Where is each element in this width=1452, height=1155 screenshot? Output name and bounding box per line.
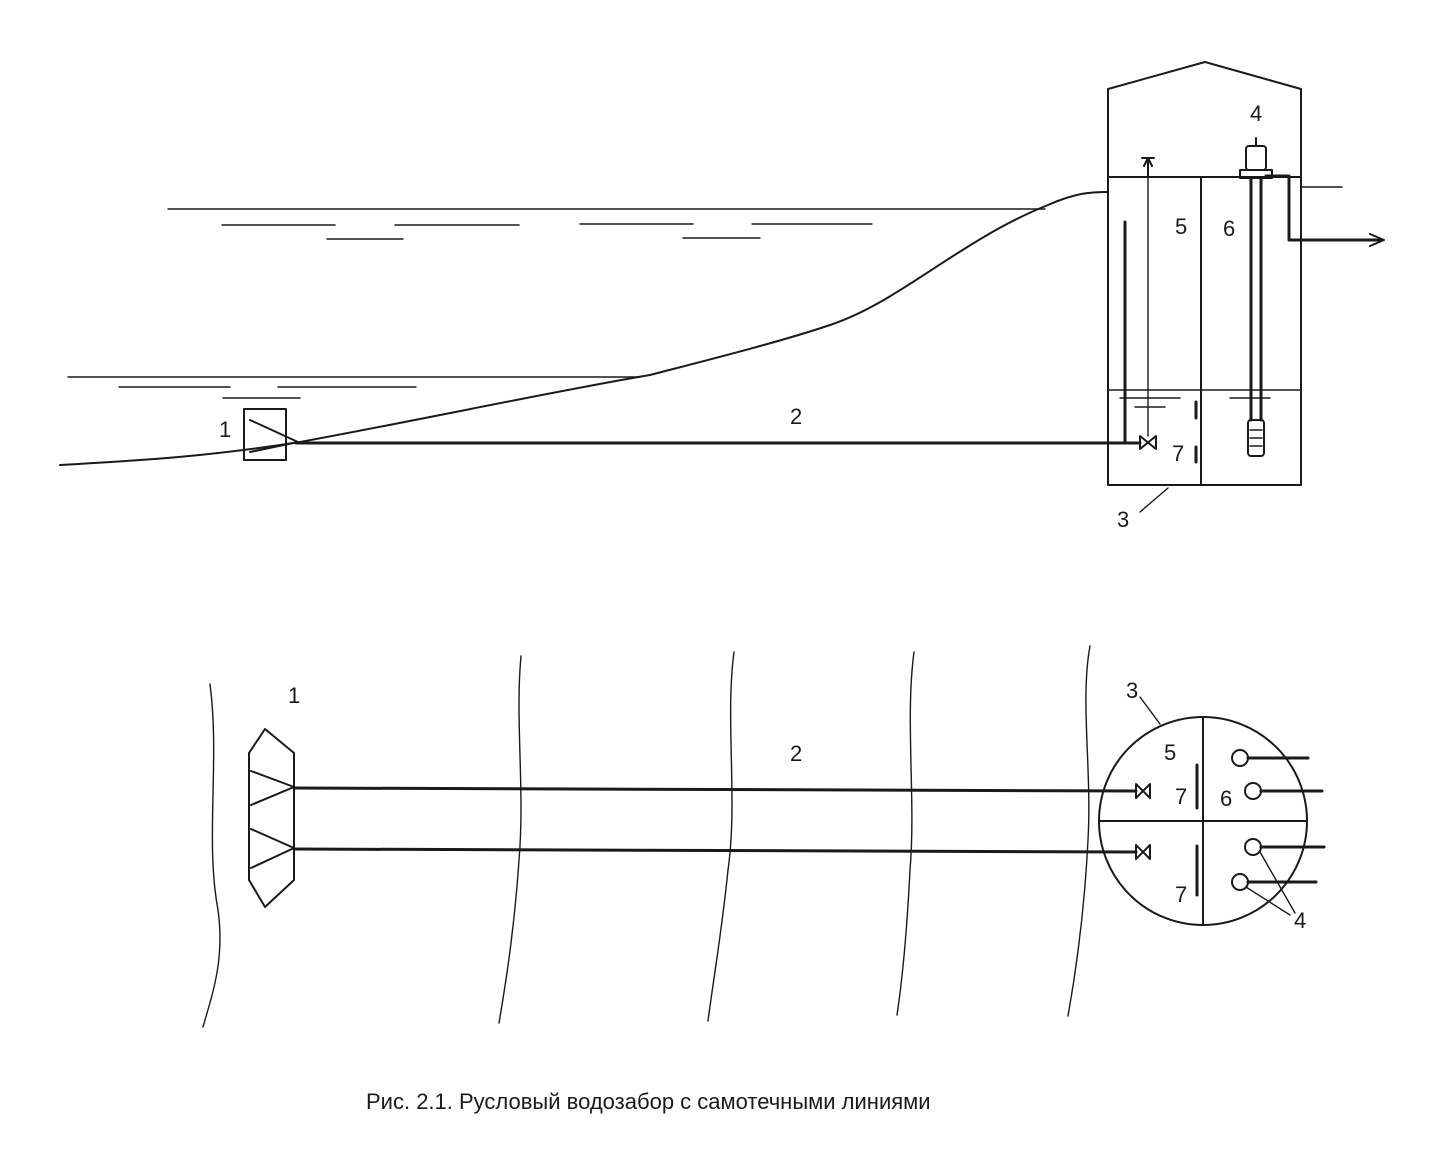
label-suction-chamber-plan: 6 — [1220, 786, 1232, 811]
leader-line-4-plan-b — [1245, 886, 1291, 916]
river-contours — [202, 645, 1091, 1028]
leader-line-4-plan-a — [1259, 851, 1296, 914]
label-receiving-chamber-plan: 5 — [1164, 740, 1176, 765]
label-gravity-line-elevation: 2 — [790, 404, 802, 429]
riverbank-profile — [59, 191, 1109, 466]
gravity-pipe-plan-lower — [292, 847, 1138, 854]
valve-icon — [1135, 783, 1151, 799]
valve-icon — [1135, 844, 1151, 860]
figure-caption: Рис. 2.1. Русловый водозабор с самотечны… — [366, 1089, 931, 1114]
label-receiving-chamber-elevation: 5 — [1175, 214, 1187, 239]
pumping-station-elevation — [1107, 61, 1385, 486]
lower-water-surface — [67, 376, 641, 399]
label-intake-plan: 1 — [288, 683, 300, 708]
label-pump-plan: 4 — [1294, 908, 1306, 933]
label-gravity-line-plan: 2 — [790, 741, 802, 766]
label-intake-elevation: 1 — [219, 417, 231, 442]
intake-head-plan — [248, 728, 295, 908]
label-screen-plan-lower: 7 — [1175, 882, 1187, 907]
label-well-elevation: 3 — [1117, 507, 1129, 532]
upper-water-surface — [167, 208, 1046, 240]
elevation-view: 1 2 3 4 5 6 7 — [59, 61, 1385, 532]
label-well-plan: 3 — [1126, 678, 1138, 703]
plan-view: 1 2 3 5 7 6 7 4 — [202, 645, 1326, 1028]
label-screen-plan-upper: 7 — [1175, 784, 1187, 809]
intake-head-elevation — [243, 408, 299, 461]
leader-line-3 — [1139, 487, 1169, 513]
label-suction-chamber-elevation: 6 — [1223, 216, 1235, 241]
pumping-station-plan — [1098, 716, 1326, 926]
valve-icon — [1139, 435, 1157, 450]
leader-line-3-plan — [1139, 696, 1161, 725]
label-pump-elevation: 4 — [1250, 101, 1262, 126]
label-screen-elevation: 7 — [1172, 441, 1184, 466]
gravity-pipe-plan-upper — [292, 786, 1138, 793]
